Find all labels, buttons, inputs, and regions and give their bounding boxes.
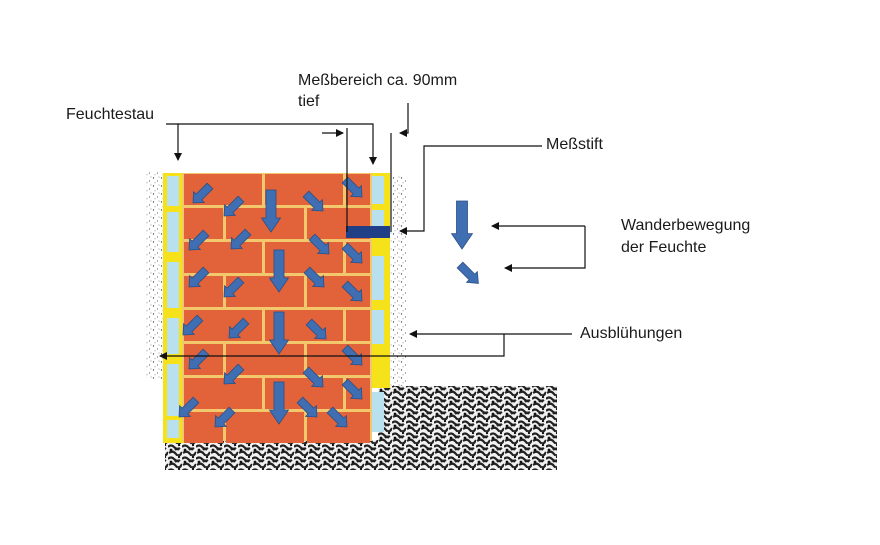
moisture-arrow	[223, 195, 245, 217]
salt-patch	[167, 420, 179, 438]
moisture-arrow	[268, 311, 290, 355]
soil-left	[146, 172, 164, 380]
feuchtestau-label: Feuchtestau	[66, 106, 155, 123]
moisture-arrow	[188, 348, 210, 370]
salt-patch	[167, 318, 179, 354]
salt-patch	[167, 176, 179, 206]
moisture-arrow	[260, 189, 282, 233]
moisture-arrow	[305, 318, 327, 340]
moisture-arrow	[192, 182, 214, 204]
moisture-arrow	[188, 229, 210, 251]
efflorescence-patches	[167, 176, 384, 438]
messstift-label: Meßstift	[546, 136, 603, 153]
moisture-arrow	[302, 190, 324, 212]
moisture-arrow	[326, 406, 348, 428]
moisture-arrow	[178, 396, 200, 418]
ausbluehungen-label: Ausblühungen	[580, 325, 683, 342]
salt-patch	[372, 256, 384, 300]
moisture-arrow	[308, 233, 330, 255]
moisture-arrow	[268, 249, 290, 293]
moisture-arrow	[341, 242, 363, 264]
salt-patch	[167, 212, 179, 252]
moisture-arrow	[341, 280, 363, 302]
moisture-arrow	[296, 396, 318, 418]
legend-arrows	[450, 200, 479, 284]
salt-patch	[372, 210, 384, 230]
salt-patch	[372, 176, 384, 204]
moisture-arrow	[228, 317, 250, 339]
soil-right	[390, 176, 406, 386]
moisture-arrow	[223, 276, 245, 298]
messbereich-label-line2: tief	[298, 93, 320, 110]
moisture-arrow	[341, 378, 363, 400]
moisture-arrow	[188, 266, 210, 288]
moisture-arrow	[214, 406, 236, 428]
measuring-probe	[346, 226, 390, 238]
moisture-arrow	[182, 314, 204, 336]
salt-patch	[167, 262, 179, 308]
moisture-arrow	[268, 381, 290, 425]
salt-patch	[372, 392, 384, 432]
wanderbewegung-label-line2: der Feuchte	[621, 239, 707, 256]
messbereich-label-line1: Meßbereich ca. 90mm	[298, 72, 458, 89]
brick	[265, 174, 343, 205]
salt-patch	[372, 310, 384, 344]
salt-patch	[167, 364, 179, 416]
moisture-arrow	[302, 366, 324, 388]
brick-wall	[182, 173, 372, 443]
brick	[346, 310, 370, 341]
moisture-arrow	[303, 266, 325, 288]
moisture-arrow	[450, 200, 474, 250]
brick	[226, 412, 304, 443]
moisture-arrow	[230, 228, 252, 250]
moisture-arrow	[223, 363, 245, 385]
leader-lines	[159, 103, 586, 360]
wanderbewegung-label-line1: Wanderbewegung	[621, 217, 751, 234]
moisture-arrow	[456, 261, 479, 284]
gravel-ground	[165, 386, 557, 470]
